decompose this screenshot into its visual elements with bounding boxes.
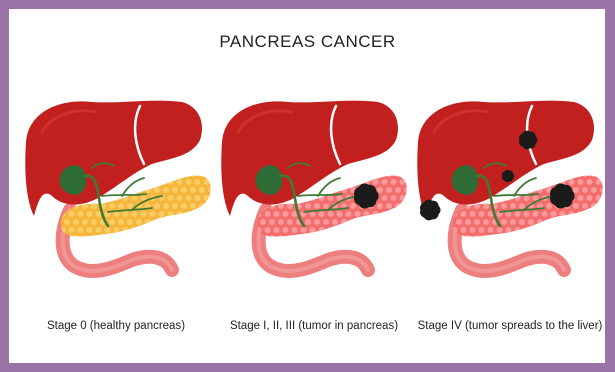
stage-1-3-illustration — [218, 92, 418, 282]
diagram-title: PANCREAS CANCER — [0, 32, 615, 52]
stage-0-caption: Stage 0 (healthy pancreas) — [16, 320, 216, 332]
stage-0-illustration — [22, 92, 222, 282]
stage-1-3-caption: Stage I, II, III (tumor in pancreas) — [214, 320, 414, 332]
stage-4-caption: Stage IV (tumor spreads to the liver) — [410, 320, 610, 332]
stage-4-illustration — [414, 92, 614, 282]
